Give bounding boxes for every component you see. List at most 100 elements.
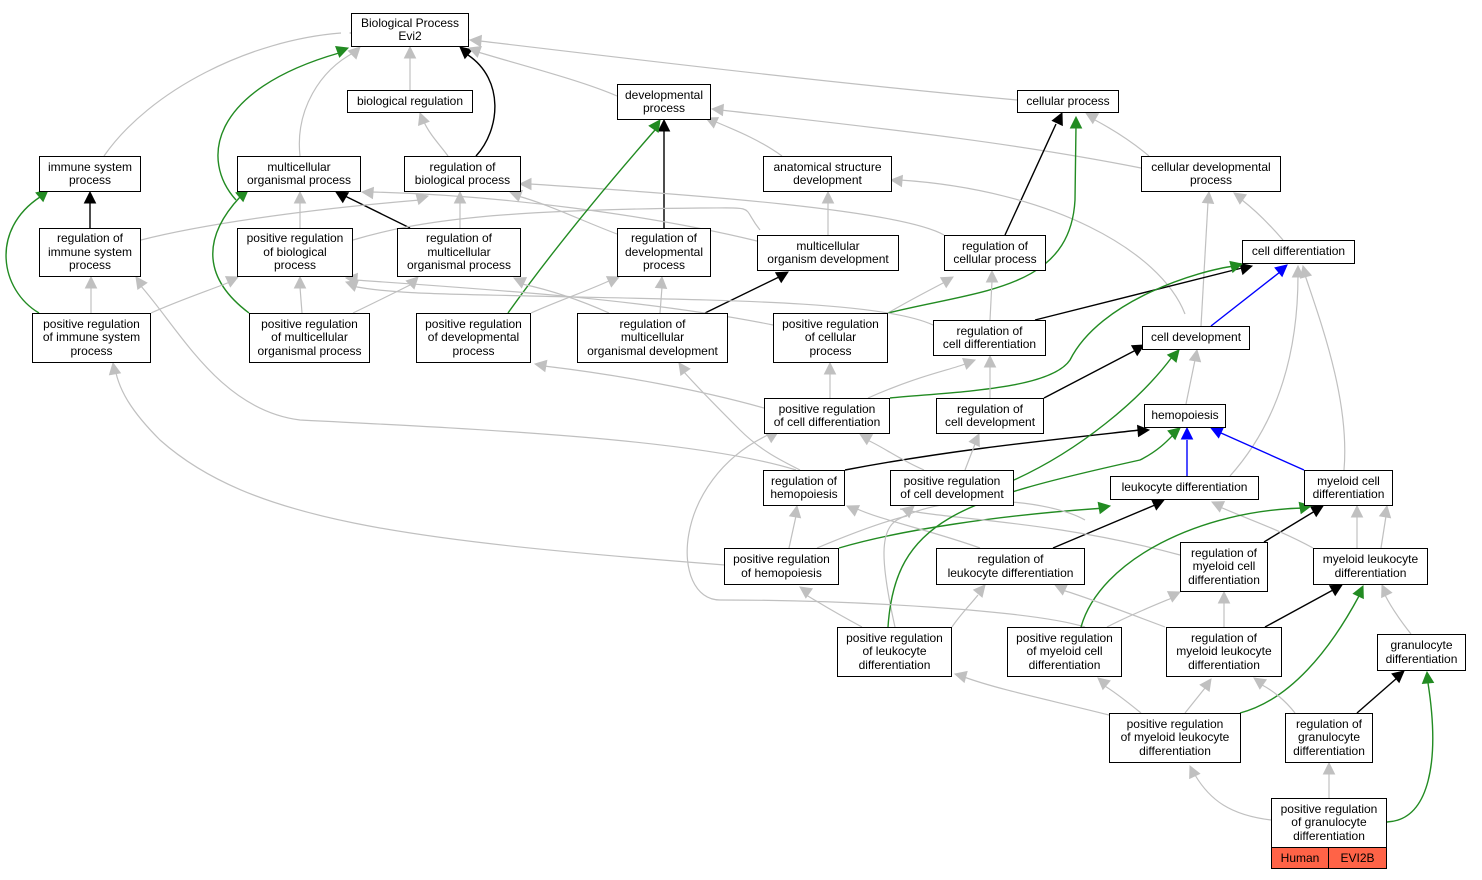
node-regulation-of-cell-development[interactable]: regulation of cell development	[936, 398, 1044, 434]
node-multicellular-organismal-process[interactable]: multicellular organismal process	[237, 156, 361, 192]
edge-arrowhead	[135, 276, 148, 291]
edge	[887, 125, 1077, 314]
node-positive-regulation-of-biological-process[interactable]: positive regulation of biological proces…	[237, 228, 353, 277]
edge-arrowhead	[293, 275, 307, 289]
edge	[370, 191, 758, 242]
edge-arrowhead	[1233, 192, 1248, 205]
edge-arrowhead	[1069, 115, 1083, 129]
edge	[899, 179, 1186, 315]
edge	[1239, 595, 1360, 714]
edge	[1052, 504, 1156, 549]
edge-arrowhead	[1166, 349, 1180, 363]
edge	[530, 279, 612, 314]
edge-arrowhead	[704, 117, 720, 129]
edge-arrowhead	[453, 190, 467, 204]
edge	[854, 507, 981, 549]
node-multicellular-organism-development[interactable]: multicellular organism development	[757, 235, 899, 271]
node-regulation-of-cell-differentiation[interactable]: regulation of cell differentiation	[933, 320, 1046, 356]
edge	[1013, 356, 1173, 481]
node-positive-regulation-of-cell-development[interactable]: positive regulation of cell development	[890, 470, 1014, 506]
node-cell-differentiation[interactable]: cell differentiation	[1242, 240, 1355, 264]
edge-arrowhead	[648, 119, 661, 134]
node-regulation-of-granulocyte-differentiation[interactable]: regulation of granulocyte differentiatio…	[1285, 713, 1373, 763]
node-regulation-of-multicellular-organismal-development[interactable]: regulation of multicellular organismal d…	[577, 313, 728, 363]
edge-arrowhead	[83, 190, 97, 204]
edge-arrowhead	[508, 190, 523, 202]
node-developmental-process[interactable]: developmental process	[617, 84, 711, 120]
edge-arrowhead	[1328, 584, 1343, 597]
edge-arrowhead	[1239, 262, 1254, 276]
edge	[816, 515, 908, 549]
edge-arrowhead	[1051, 111, 1063, 127]
edge	[1061, 589, 1166, 628]
edge	[150, 281, 231, 314]
edge	[1043, 349, 1137, 399]
edge	[1080, 507, 1306, 628]
edge	[887, 432, 1176, 628]
node-regulation-of-leukocyte-differentiation[interactable]: regulation of leukocyte differentiation	[936, 548, 1085, 585]
node-positive-regulation-of-multicellular-organismal-process[interactable]: positive regulation of multicellular org…	[249, 313, 370, 363]
edge-arrowhead	[1381, 583, 1393, 599]
edge	[963, 676, 1110, 716]
node-anatomical-structure-development[interactable]: anatomical structure development	[763, 156, 892, 192]
edge	[467, 54, 496, 157]
edge	[1194, 774, 1272, 821]
edge	[889, 265, 1236, 399]
edge	[1004, 123, 1057, 236]
edge	[1384, 594, 1412, 635]
edge-arrowhead	[108, 361, 122, 376]
edge-arrowhead	[823, 361, 837, 375]
node-regulation-of-immune-system-process[interactable]: regulation of immune system process	[39, 228, 141, 277]
node-regulation-of-myeloid-leukocyte-differentiation[interactable]: regulation of myeloid leukocyte differen…	[1166, 627, 1282, 677]
node-positive-regulation-of-hemopoiesis[interactable]: positive regulation of hemopoiesis	[724, 548, 839, 585]
node-positive-regulation-of-myeloid-cell-differentiation[interactable]: positive regulation of myeloid cell diff…	[1007, 627, 1122, 677]
edge-arrowhead	[985, 269, 999, 283]
legend-species: Human	[1271, 847, 1329, 869]
node-leukocyte-differentiation[interactable]: leukocyte differentiation	[1110, 476, 1259, 500]
edge	[805, 594, 863, 628]
edge-arrowhead	[605, 276, 621, 288]
node-regulation-of-hemopoiesis[interactable]: regulation of hemopoiesis	[763, 470, 845, 506]
edge-arrowhead	[1150, 499, 1166, 511]
edge-arrowhead	[1217, 590, 1231, 604]
node-cellular-process[interactable]: cellular process	[1017, 90, 1119, 113]
edge-arrowhead	[1130, 344, 1145, 357]
node-positive-regulation-of-leukocyte-differentiation[interactable]: positive regulation of leukocyte differe…	[837, 627, 952, 677]
node-positive-regulation-of-myeloid-leukocyte-differentiation[interactable]: positive regulation of myeloid leukocyte…	[1109, 713, 1241, 763]
node-hemopoiesis[interactable]: hemopoiesis	[1144, 404, 1226, 428]
edge-arrowhead	[1391, 670, 1405, 684]
node-biological-process-evi2[interactable]: Biological Process Evi2	[351, 13, 469, 47]
node-positive-regulation-of-cellular-process[interactable]: positive regulation of cellular process	[773, 313, 888, 363]
node-regulation-of-cellular-process[interactable]: regulation of cellular process	[944, 235, 1046, 271]
node-granulocyte-differentiation[interactable]: granulocyte differentiation	[1377, 634, 1466, 671]
node-cell-development[interactable]: cell development	[1142, 326, 1250, 350]
node-myeloid-cell-differentiation[interactable]: myeloid cell differentiation	[1304, 470, 1393, 506]
edge-arrowhead	[459, 46, 473, 60]
node-positive-regulation-of-immune-system-process[interactable]: positive regulation of immune system pro…	[32, 313, 151, 363]
edge-arrowhead	[418, 111, 430, 126]
node-immune-system-process[interactable]: immune system process	[39, 156, 141, 192]
edge	[1229, 274, 1299, 477]
edge-arrowhead	[1309, 505, 1324, 518]
node-regulation-of-biological-process[interactable]: regulation of biological process	[404, 156, 521, 192]
edge-arrowhead	[518, 177, 532, 191]
edge	[659, 286, 663, 314]
node-regulation-of-developmental-process[interactable]: regulation of developmental process	[617, 228, 711, 277]
edge	[844, 429, 1141, 471]
edge	[1200, 201, 1209, 327]
edge-arrowhead	[845, 505, 861, 517]
node-positive-regulation-of-cell-differentiation[interactable]: positive regulation of cell differentiat…	[764, 398, 890, 434]
node-positive-regulation-of-granulocyte-differentiation[interactable]: positive regulation of granulocyte diffe…	[1271, 798, 1387, 848]
edge-arrowhead	[403, 45, 417, 59]
edge-arrowhead	[1378, 504, 1392, 519]
edge	[5, 196, 41, 314]
edge-arrowhead	[1210, 501, 1226, 513]
node-regulation-of-myeloid-cell-differentiation[interactable]: regulation of myeloid cell differentiati…	[1180, 542, 1268, 592]
node-positive-regulation-of-developmental-process[interactable]: positive regulation of developmental pro…	[416, 313, 531, 363]
node-cellular-developmental-process[interactable]: cellular developmental process	[1141, 156, 1281, 192]
edge	[1106, 597, 1173, 628]
edge-arrowhead	[1166, 591, 1182, 603]
node-biological-regulation[interactable]: biological regulation	[347, 90, 473, 113]
node-myeloid-leukocyte-differentiation[interactable]: myeloid leukocyte differentiation	[1313, 548, 1428, 585]
node-regulation-of-multicellular-organismal-process[interactable]: regulation of multicellular organismal p…	[397, 228, 521, 277]
